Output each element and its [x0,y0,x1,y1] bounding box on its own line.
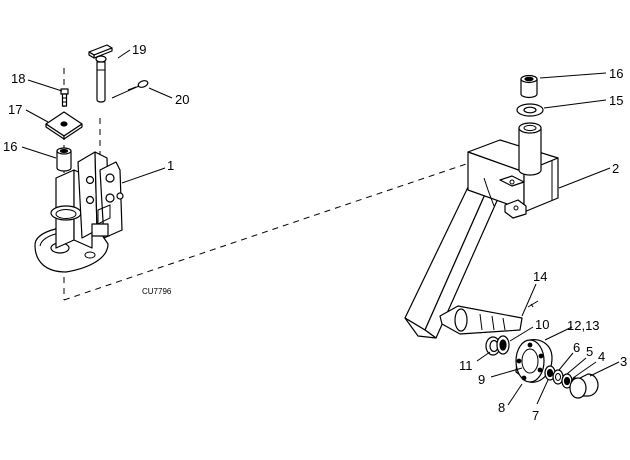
assembly-axis-lines [63,68,479,301]
clip-part-20 [111,80,149,99]
bracket-part-1 [34,151,124,273]
callout-9: 9 [478,372,485,387]
callout-14: 14 [533,269,547,284]
callout-19: 19 [132,42,146,57]
callout-16-right: 16 [609,66,623,81]
hub-part-12-13 [515,339,553,383]
callout-20: 20 [175,92,189,107]
callout-10: 10 [535,317,549,332]
washer-part-15 [516,103,544,117]
bearing-part-10 [496,335,510,355]
bolt-part-18 [60,88,69,107]
callout-8: 8 [498,400,505,415]
bushing-part-16-left [56,147,72,172]
dust-cap-part-3 [569,373,599,399]
callout-6: 6 [573,340,580,355]
callout-18: 18 [11,71,25,86]
callout-2: 2 [612,161,619,176]
callout-5: 5 [586,344,593,359]
callout-12-13: 12,13 [567,318,600,333]
square-plate-part-17 [45,111,83,140]
figure-code: CU7796 [142,287,172,296]
diagonal-axis-line [63,159,479,301]
leader-lines [21,49,620,406]
callout-16-left: 16 [3,139,17,154]
callout-17: 17 [8,102,22,117]
bushing-part-16-right [520,74,538,99]
callout-1: 1 [167,158,174,173]
pin-part-19 [88,44,113,103]
spindle-shaft-part-14 [439,300,539,335]
pedal-arm-part-2 [404,122,559,339]
callout-4: 4 [598,349,605,364]
callout-11: 11 [459,358,473,373]
callout-labels: 19 18 17 16 20 1 CU7796 2 16 15 14 10 11… [3,42,627,423]
callout-3: 3 [620,354,627,369]
callout-15: 15 [609,93,623,108]
callout-7: 7 [532,408,539,423]
